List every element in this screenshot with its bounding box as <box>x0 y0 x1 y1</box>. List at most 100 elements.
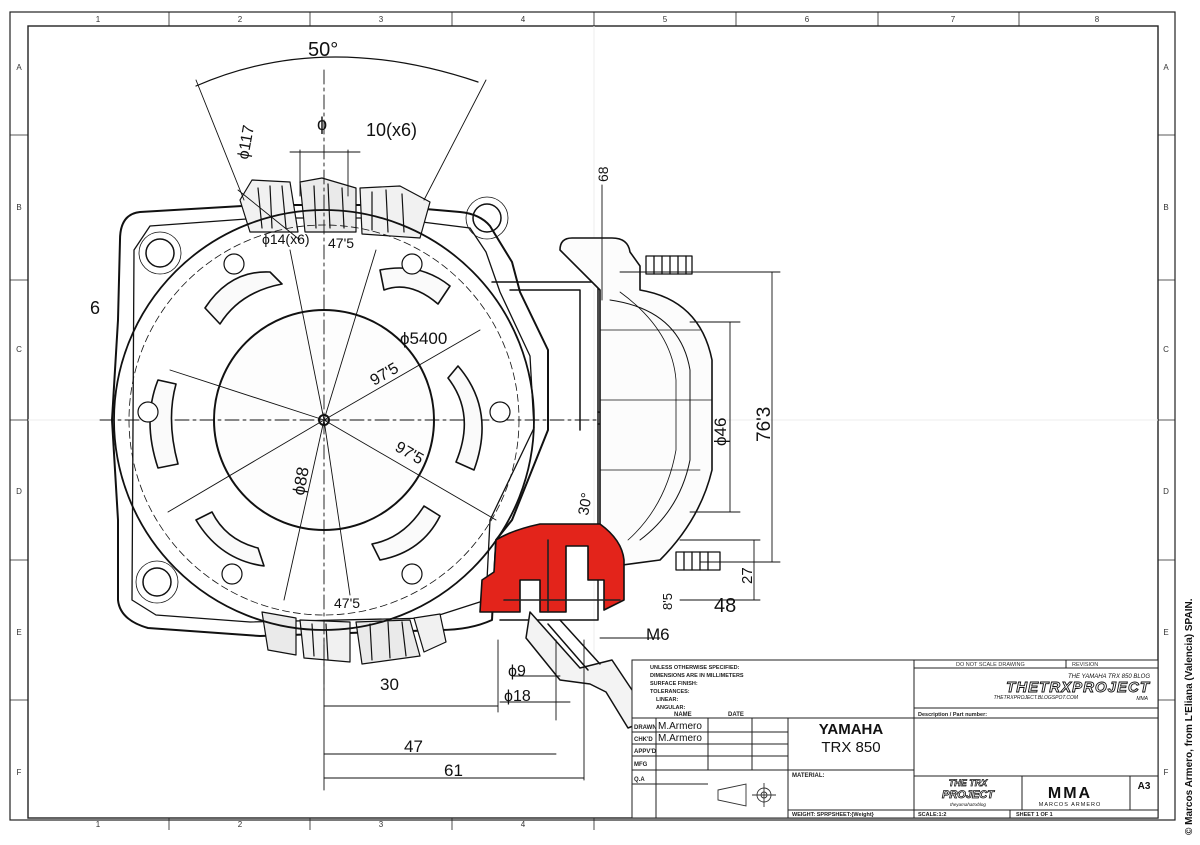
logo2-main: PROJECT <box>942 789 995 801</box>
note-line-2: DIMENSIONS ARE IN MILLIMETERS <box>650 673 744 679</box>
sheet-border <box>9 11 1176 830</box>
dim-phi-center: ϕ <box>317 114 327 134</box>
dim-radius-475-top: 47'5 <box>328 235 354 251</box>
top-cooling-ribs <box>239 177 431 239</box>
description-label: Description / Part number: <box>918 712 987 718</box>
zone-left-e: E <box>16 628 21 637</box>
dim-48: 48 <box>714 595 736 617</box>
row-label-mfg: MFG <box>634 762 648 768</box>
title-trx850: TRX 850 <box>821 739 880 756</box>
zone-top-6: 6 <box>805 15 810 24</box>
bottom-dimension-lines <box>323 637 661 791</box>
outlet-nozzle <box>525 611 649 729</box>
mounting-studs <box>645 255 721 571</box>
zone-labels: 1 2 3 4 5 6 7 8 1 2 3 4 A B C D E F A B … <box>16 15 1169 829</box>
dim-68: 68 <box>595 166 611 182</box>
logo2-sub: theyamahatrxblog <box>950 802 986 807</box>
dim-angle-30: 30° <box>575 491 596 516</box>
logo-small-mark: MMA <box>1136 696 1148 702</box>
zone-top-2: 2 <box>238 15 243 24</box>
dim-61: 61 <box>444 761 463 780</box>
dim-holes-14x6: ϕ14(x6) <box>262 231 310 247</box>
col-date-header: DATE <box>728 712 744 718</box>
port-holes <box>137 253 511 585</box>
zone-top-4: 4 <box>521 15 526 24</box>
dim-diameter-9: ϕ9 <box>508 663 526 680</box>
dim-angle-50: 50° <box>308 39 338 61</box>
zone-top-7: 7 <box>951 15 956 24</box>
zone-left-f: F <box>17 768 22 777</box>
zone-top-3: 3 <box>379 15 384 24</box>
zone-left-b: B <box>16 203 21 212</box>
logo-url: THETRXPROJECT.BLOGSPOT.COM <box>994 695 1079 701</box>
angle-50-arc <box>195 56 479 87</box>
dimension-labels: 50° ϕ ϕ117 10(x6) ϕ14(x6) 47'5 6 ϕ5400 9… <box>90 39 775 780</box>
sheet-size: A3 <box>1138 781 1151 792</box>
mma-brand-logo: MMA MARCOS ARMERO <box>1039 785 1102 808</box>
thermostat-housing <box>559 237 713 569</box>
note-line-4: TOLERANCES: <box>650 689 690 695</box>
material-label: MATERIAL: <box>792 773 825 779</box>
cylinder-inner-body <box>131 217 535 623</box>
dim-diameter-5400: ϕ5400 <box>400 329 447 348</box>
dim-six: 6 <box>90 298 100 318</box>
zone-right-b: B <box>1163 203 1168 212</box>
dim-763: 76'3 <box>754 407 775 442</box>
row-label-drawn: DRAWN <box>634 725 657 731</box>
projection-symbol-icon <box>717 783 776 807</box>
title-block: UNLESS OTHERWISE SPECIFIED: DIMENSIONS A… <box>631 659 1159 819</box>
zone-right-a: A <box>1163 63 1169 72</box>
dim-radius-475-bottom: 47'5 <box>334 595 360 611</box>
dim-diameter-117: ϕ117 <box>235 124 258 161</box>
cylinder-outer-body <box>111 204 549 637</box>
zone-bottom-3: 3 <box>379 820 384 829</box>
col-name-header: NAME <box>674 712 692 718</box>
zone-right-c: C <box>1163 345 1169 354</box>
do-not-scale-label: DO NOT SCALE DRAWING <box>956 662 1025 668</box>
sheet-count-label: SHEET 1 OF 1 <box>1016 812 1053 818</box>
dim-diameter-46: ϕ46 <box>711 418 730 446</box>
zone-top-8: 8 <box>1095 15 1100 24</box>
zone-bottom-1: 1 <box>96 820 101 829</box>
transfer-port-slots <box>149 267 483 567</box>
dim-spacing-10x6: 10(x6) <box>366 120 417 140</box>
right-dimension-lines <box>601 184 781 601</box>
zone-top-1: 1 <box>96 15 101 24</box>
red-cross-section <box>479 523 625 613</box>
trx-project-logo-small: THE TRX PROJECT theyamahatrxblog <box>942 778 996 807</box>
bolt-hole-bottom-left <box>142 567 172 597</box>
dim-47: 47 <box>404 737 423 756</box>
zone-bottom-4: 4 <box>521 820 526 829</box>
row-label-checked: CHK'D <box>634 737 653 743</box>
weight-label: WEIGHT: SPRPSHEET:{Weight} <box>792 812 875 818</box>
bolt-hole-top-right <box>472 203 502 233</box>
dim-diameter-88: ϕ88 <box>289 465 313 496</box>
zone-right-d: D <box>1163 487 1169 496</box>
zone-left-d: D <box>16 487 22 496</box>
logo-tagline: THE YAMAHA TRX 850 BLOG <box>1068 674 1150 680</box>
zone-bottom-2: 2 <box>238 820 243 829</box>
radial-construction-lines <box>167 249 497 601</box>
row-label-approved: APPV'D <box>634 749 657 755</box>
dim-m6: M6 <box>646 625 670 644</box>
cylinder-drawing <box>99 56 781 791</box>
logo2-top: THE TRX <box>949 778 988 788</box>
zone-left-c: C <box>16 345 22 354</box>
brand-name: MARCOS ARMERO <box>1039 802 1102 808</box>
trx-project-logo: THE YAMAHA TRX 850 BLOG THETRXPROJECT TH… <box>994 674 1151 702</box>
zone-right-e: E <box>1163 628 1168 637</box>
corner-bolt-bosses <box>135 196 509 604</box>
note-line-6: ANGULAR: <box>656 705 685 711</box>
dim-27: 27 <box>739 567 756 584</box>
drawn-by-name: M.Armero <box>658 721 702 732</box>
note-line-1: UNLESS OTHERWISE SPECIFIED: <box>650 665 740 671</box>
zone-right-f: F <box>1164 768 1169 777</box>
dim-diameter-18: ϕ18 <box>504 688 531 705</box>
note-line-3: SURFACE FINISH: <box>650 681 698 687</box>
brand-mark: MMA <box>1048 785 1092 802</box>
dim-85: 8'5 <box>660 593 675 610</box>
revision-label: REVISION <box>1072 662 1098 668</box>
logo-main: THETRXPROJECT <box>1006 679 1151 696</box>
checked-by-name: M.Armero <box>658 733 702 744</box>
